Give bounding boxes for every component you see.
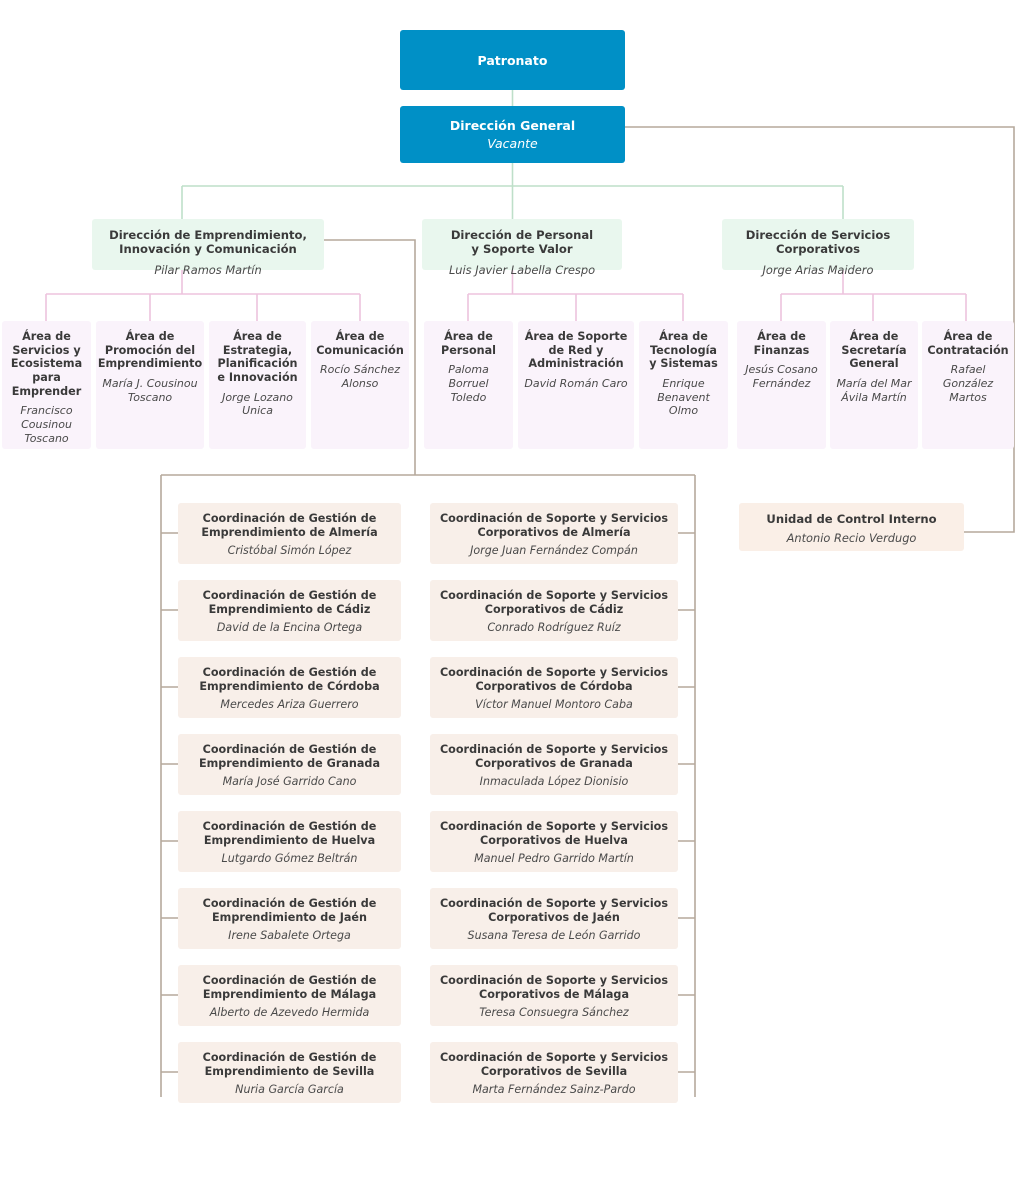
node-coordinacion-gestion-jaen[interactable]: Coordinación de Gestión de Emprendimient…	[178, 888, 401, 949]
node-person: Alberto de Azevedo Hermida	[209, 1006, 370, 1020]
node-title: Coordinación de Gestión de Emprendimient…	[201, 512, 378, 539]
node-person: Nuria García García	[235, 1083, 344, 1097]
node-title: Coordinación de Gestión de Emprendimient…	[202, 1051, 377, 1078]
node-coordinacion-gestion-sevilla[interactable]: Coordinación de Gestión de Emprendimient…	[178, 1042, 401, 1103]
node-title: Coordinación de Soporte y Servicios Corp…	[439, 589, 669, 616]
node-coordinacion-gestion-cordoba[interactable]: Coordinación de Gestión de Emprendimient…	[178, 657, 401, 718]
node-coordinacion-soporte-almeria[interactable]: Coordinación de Soporte y Servicios Corp…	[430, 503, 678, 564]
node-person: Inmaculada López Dionisio	[479, 775, 629, 789]
node-title: Dirección General	[449, 118, 576, 134]
node-area-secretaria-general[interactable]: Área de Secretaría General María del Mar…	[830, 321, 918, 449]
node-person: Cristóbal Simón López	[227, 544, 352, 558]
node-person: Rocío Sánchez Alonso	[320, 363, 400, 391]
node-person: Mercedes Ariza Guerrero	[220, 698, 359, 712]
node-person: Irene Sabalete Ortega	[228, 929, 351, 943]
node-direccion-general[interactable]: Dirección General Vacante	[400, 106, 625, 163]
node-title: Coordinación de Gestión de Emprendimient…	[202, 897, 377, 924]
node-coordinacion-gestion-granada[interactable]: Coordinación de Gestión de Emprendimient…	[178, 734, 401, 795]
node-person: Rafael González Martos	[942, 363, 994, 404]
node-area-contratacion[interactable]: Área de Contratación Rafael González Mar…	[922, 321, 1014, 449]
node-person: María del Mar Ávila Martín	[836, 376, 912, 404]
node-title: Coordinación de Soporte y Servicios Corp…	[439, 666, 669, 693]
node-person: Enrique Benavent Olmo	[657, 376, 710, 418]
node-person: María J. Cousinou Toscano	[102, 376, 198, 404]
node-unidad-control-interno[interactable]: Unidad de Control Interno Antonio Recio …	[739, 503, 964, 551]
node-title: Dirección de Emprendimiento,Innovación y…	[109, 228, 307, 257]
node-coordinacion-soporte-granada[interactable]: Coordinación de Soporte y Servicios Corp…	[430, 734, 678, 795]
node-title: Coordinación de Gestión de Emprendimient…	[199, 666, 380, 693]
node-area-servicios-ecosistema[interactable]: Área de Servicios y Ecosistema para Empr…	[2, 321, 91, 449]
node-coordinacion-soporte-cadiz[interactable]: Coordinación de Soporte y Servicios Corp…	[430, 580, 678, 641]
node-person: Víctor Manuel Montoro Caba	[475, 698, 633, 712]
node-coordinacion-soporte-sevilla[interactable]: Coordinación de Soporte y Servicios Corp…	[430, 1042, 678, 1103]
node-person: Luis Javier Labella Crespo	[448, 263, 596, 278]
node-person: Susana Teresa de León Garrido	[467, 929, 641, 943]
node-title: Coordinación de Soporte y Servicios Corp…	[439, 1051, 669, 1078]
node-title: Área de Tecnología y Sistemas	[649, 330, 718, 371]
node-title: Área de Servicios y Ecosistema para Empr…	[10, 330, 83, 398]
node-title: Área de Promoción del Emprendimiento	[97, 330, 203, 371]
node-coordinacion-soporte-malaga[interactable]: Coordinación de Soporte y Servicios Corp…	[430, 965, 678, 1026]
node-person: Jorge Juan Fernández Compán	[470, 544, 638, 558]
node-title: Área de Personal	[441, 330, 496, 357]
node-title: Área de Comunicación	[316, 330, 404, 357]
node-direccion-emprendimiento[interactable]: Dirección de Emprendimiento,Innovación y…	[92, 219, 324, 277]
node-area-estrategia-planificacion[interactable]: Área de Estrategia, Planificación e Inno…	[209, 321, 306, 449]
node-title: Área de Finanzas	[753, 330, 810, 357]
node-person: Antonio Recio Verdugo	[786, 531, 917, 546]
node-area-finanzas[interactable]: Área de Finanzas Jesús Cosano Fernández	[737, 321, 826, 449]
node-title: Área de Soporte de Red y Administración	[524, 330, 628, 371]
node-title: Coordinación de Soporte y Servicios Corp…	[439, 512, 669, 539]
node-patronato[interactable]: Patronato	[400, 30, 625, 90]
node-coordinacion-gestion-cadiz[interactable]: Coordinación de Gestión de Emprendimient…	[178, 580, 401, 641]
node-person: Marta Fernández Sainz-Pardo	[472, 1083, 636, 1097]
node-title: Unidad de Control Interno	[766, 512, 937, 526]
node-person: Paloma Borruel Toledo	[448, 363, 489, 404]
node-area-personal[interactable]: Área de Personal Paloma Borruel Toledo	[424, 321, 513, 449]
node-title: Coordinación de Soporte y Servicios Corp…	[439, 743, 669, 770]
node-title: Coordinación de Gestión de Emprendimient…	[202, 820, 377, 847]
node-title: Coordinación de Soporte y Servicios Corp…	[439, 820, 669, 847]
node-coordinacion-gestion-almeria[interactable]: Coordinación de Gestión de Emprendimient…	[178, 503, 401, 564]
node-title: Coordinación de Gestión de Emprendimient…	[202, 974, 377, 1001]
node-person: Francisco Cousinou Toscano	[20, 404, 73, 445]
node-person: Jorge Lozano Unica	[222, 390, 293, 418]
node-person: Jorge Arias Maidero	[762, 263, 874, 278]
node-coordinacion-soporte-cordoba[interactable]: Coordinación de Soporte y Servicios Corp…	[430, 657, 678, 718]
node-area-tecnologia-sistemas[interactable]: Área de Tecnología y Sistemas Enrique Be…	[639, 321, 728, 449]
node-person: Lutgardo Gómez Beltrán	[221, 852, 358, 866]
node-title: Coordinación de Soporte y Servicios Corp…	[439, 974, 669, 1001]
node-title: Coordinación de Gestión de Emprendimient…	[202, 589, 377, 616]
node-title: Área de Estrategia, Planificación e Inno…	[217, 330, 298, 384]
node-person: Jesús Cosano Fernández	[745, 363, 818, 391]
node-area-soporte-red[interactable]: Área de Soporte de Red y Administración …	[518, 321, 634, 449]
node-person: David de la Encina Ortega	[216, 621, 363, 635]
node-person: Vacante	[487, 136, 538, 152]
node-coordinacion-soporte-jaen[interactable]: Coordinación de Soporte y Servicios Corp…	[430, 888, 678, 949]
node-title: Coordinación de Soporte y Servicios Corp…	[439, 897, 669, 924]
node-title: Área de Secretaría General	[841, 330, 907, 371]
node-person: Conrado Rodríguez Ruíz	[487, 621, 621, 635]
node-coordinacion-soporte-huelva[interactable]: Coordinación de Soporte y Servicios Corp…	[430, 811, 678, 872]
node-person: David Román Caro	[524, 376, 628, 390]
node-area-promocion-emprendimiento[interactable]: Área de Promoción del Emprendimiento Mar…	[96, 321, 204, 449]
node-coordinacion-gestion-huelva[interactable]: Coordinación de Gestión de Emprendimient…	[178, 811, 401, 872]
node-person: Manuel Pedro Garrido Martín	[474, 852, 634, 866]
node-person: Teresa Consuegra Sánchez	[479, 1006, 629, 1020]
node-person: Pilar Ramos Martín	[154, 263, 262, 278]
node-title: Coordinación de Gestión de Emprendimient…	[198, 743, 380, 770]
node-title: Patronato	[477, 52, 548, 68]
node-title: Área de Contratación	[927, 330, 1009, 357]
node-person: María José Garrido Cano	[222, 775, 357, 789]
node-coordinacion-gestion-malaga[interactable]: Coordinación de Gestión de Emprendimient…	[178, 965, 401, 1026]
node-area-comunicacion[interactable]: Área de Comunicación Rocío Sánchez Alons…	[311, 321, 409, 449]
